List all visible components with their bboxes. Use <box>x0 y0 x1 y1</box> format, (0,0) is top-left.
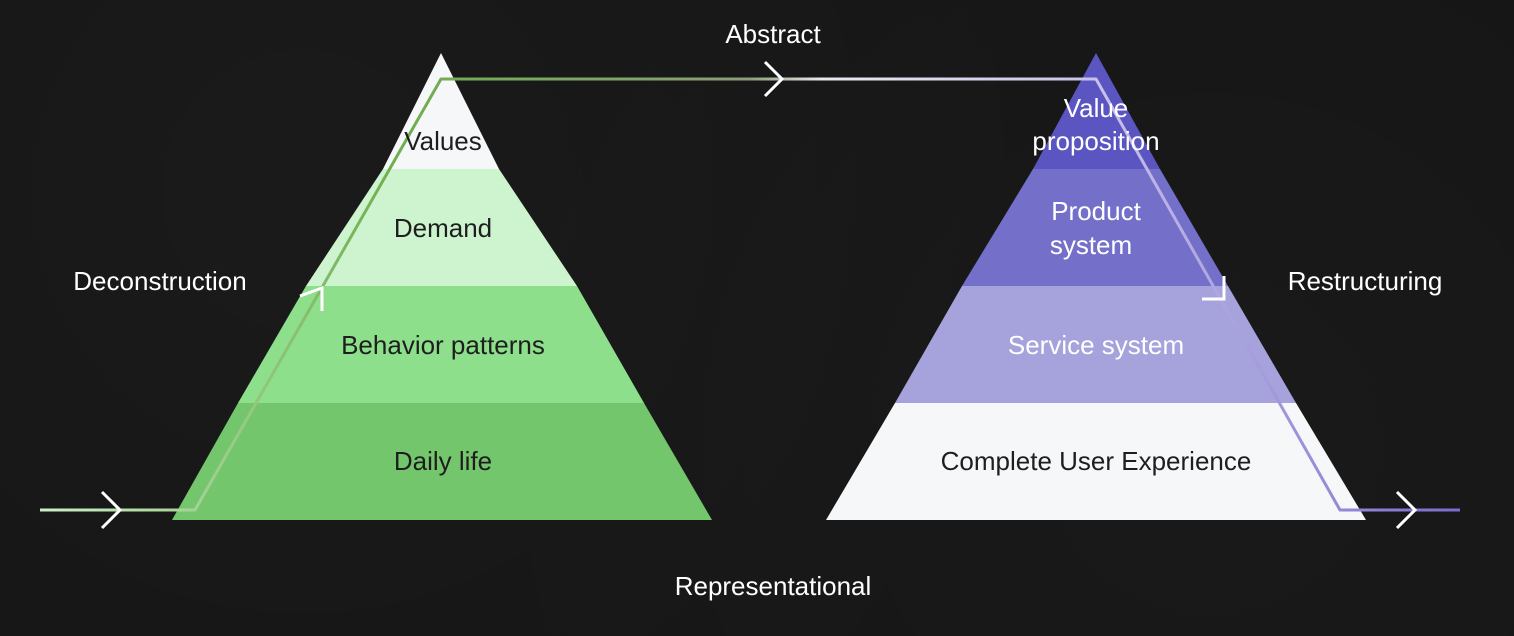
right-tier-value-proposition <box>1033 53 1160 169</box>
left-tier-values <box>383 53 499 169</box>
arrow-start-icon <box>100 490 123 530</box>
flow-path <box>40 77 1460 512</box>
axis-label-abstract: Abstract <box>725 19 821 49</box>
arrow-top-icon <box>763 60 785 98</box>
right-label-service-system: Service system <box>1008 330 1184 360</box>
right-pyramid <box>826 53 1366 520</box>
arrow-down-icon <box>1202 276 1226 301</box>
left-label-demand: Demand <box>394 213 492 243</box>
right-label-value-proposition-line1: Value <box>1064 93 1129 123</box>
axis-label-restructuring: Restructuring <box>1288 266 1443 296</box>
arrow-end-icon <box>1395 490 1418 530</box>
axis-label-deconstruction: Deconstruction <box>73 266 246 296</box>
left-tier-daily-life <box>172 403 712 520</box>
left-label-daily-life: Daily life <box>394 446 492 476</box>
right-tier-service-system <box>895 286 1296 403</box>
left-pyramid <box>172 53 712 520</box>
right-label-complete-user-experience: Complete User Experience <box>941 446 1252 476</box>
axis-label-representational: Representational <box>675 571 872 601</box>
right-tier-product-system <box>962 169 1228 286</box>
right-label-product-system-line1: Product <box>1051 196 1141 226</box>
right-label-product-system-line2: system <box>1050 230 1132 260</box>
arrow-up-icon <box>299 285 324 311</box>
right-tier-complete-user-experience <box>826 403 1366 520</box>
left-label-values: Values <box>404 126 482 156</box>
left-tier-behavior-patterns <box>238 286 644 403</box>
right-label-value-proposition-line2: proposition <box>1032 126 1159 156</box>
left-label-behavior-patterns: Behavior patterns <box>341 330 545 360</box>
